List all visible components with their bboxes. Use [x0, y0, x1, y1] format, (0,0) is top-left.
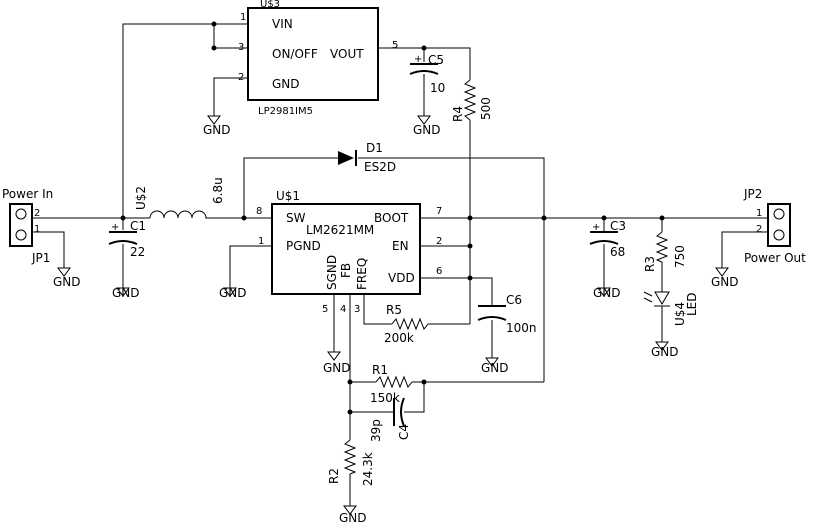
d1-value: ES2D: [364, 160, 396, 174]
c5-capacitor: + C5 10: [409, 53, 445, 110]
u1-pin-sw: SW: [286, 211, 306, 225]
c6-capacitor: C6 100n: [477, 293, 537, 352]
r1-name: R1: [372, 363, 388, 377]
gnd-label-jp2: GND: [711, 275, 739, 289]
r5-value: 200k: [384, 331, 414, 345]
c3-capacitor: + C3 68: [589, 219, 626, 282]
u1-pin7-num: 7: [436, 206, 442, 217]
ground-symbols: GND GND GND GND GND GND GND GND GND GND …: [53, 109, 739, 525]
u1-pin6-num: 6: [436, 266, 442, 277]
u3-pin-vin: VIN: [272, 17, 293, 31]
jp1-pin1: 1: [34, 224, 40, 235]
jp1-label: Power In: [2, 187, 53, 201]
c3-value: 68: [610, 245, 625, 259]
c6-name: C6: [506, 293, 522, 307]
u2-name: U$2: [134, 186, 148, 210]
r3-value: 750: [673, 245, 687, 268]
u3-part: LP2981IM5: [258, 106, 313, 117]
u3-pin-onoff: ON/OFF: [272, 47, 318, 61]
u1-pin3-num: 3: [354, 304, 360, 315]
r5-resistor: R5 200k: [384, 303, 429, 345]
r2-name: R2: [327, 468, 341, 484]
r3-resistor: R3 750: [643, 231, 687, 272]
r1-resistor: R1 150k: [370, 363, 413, 405]
r2-value: 24.3k: [361, 452, 375, 486]
u3-regulator: U$3 LP2981IM5 VIN ON/OFF VOUT GND 1 3 2 …: [238, 0, 398, 117]
c4-capacitor: C4 39p: [369, 397, 411, 442]
jp1-name: JP1: [31, 251, 50, 265]
svg-text:+: +: [414, 54, 422, 65]
junctions: [120, 21, 665, 415]
u1-pin-vdd: VDD: [388, 271, 415, 285]
gnd-label-u3: GND: [203, 123, 231, 137]
u3-pin5-num: 5: [392, 40, 398, 51]
jp1-connector: Power In JP1 2 1: [2, 187, 58, 265]
svg-text:+: +: [592, 222, 600, 233]
jp2-name: JP2: [743, 187, 762, 201]
u1-pin2-num: 2: [436, 236, 442, 247]
gnd-label-led: GND: [651, 345, 679, 359]
c1-name: C1: [130, 219, 146, 233]
gnd-label-c1: GND: [112, 286, 140, 300]
l1-value: 6.8u: [211, 177, 225, 204]
gnd-label-c3: GND: [593, 286, 621, 300]
r4-resistor: R4 500: [451, 79, 493, 122]
u3-name: U$3: [260, 0, 280, 10]
c1-value: 22: [130, 245, 145, 259]
u1-pin-pgnd: PGND: [286, 239, 321, 253]
u1-pin-boot: BOOT: [374, 211, 409, 225]
jp2-pin2: 2: [756, 224, 762, 235]
c4-name: C4: [397, 424, 411, 440]
r4-value: 500: [479, 97, 493, 120]
u3-pin3-num: 3: [238, 42, 244, 53]
u4-name: U$4: [673, 302, 687, 326]
u1-pin4-num: 4: [340, 304, 346, 315]
u1-pin-freq: FREQ: [355, 258, 369, 290]
u3-pin2-num: 2: [238, 72, 244, 83]
u1-pin8-num: 8: [256, 206, 262, 217]
jp2-connector: JP2 Power Out 1 2: [742, 187, 806, 265]
gnd-label-c5: GND: [413, 123, 441, 137]
r1-value: 150k: [370, 391, 400, 405]
u4-value: LED: [685, 292, 699, 316]
r4-name: R4: [451, 106, 465, 122]
c1-capacitor: + C1 22: [108, 219, 146, 282]
u1-pin5-num: 5: [322, 304, 328, 315]
d1-diode: D1 ES2D: [338, 141, 396, 174]
gnd-label-sgnd: GND: [323, 361, 351, 375]
jp1-pin2: 2: [34, 208, 40, 219]
r2-resistor: R2 24.3k: [327, 439, 375, 486]
u1-part: LM2621MM: [306, 223, 374, 237]
svg-text:+: +: [111, 222, 119, 233]
u3-pin1-num: 1: [240, 12, 246, 23]
gnd-label-r2: GND: [339, 511, 367, 525]
u1-pin-sgnd: SGND: [325, 255, 339, 290]
gnd-label-pgnd: GND: [219, 286, 247, 300]
c4-value: 39p: [369, 419, 383, 442]
jp2-pin1: 1: [756, 208, 762, 219]
gnd-label-jp1: GND: [53, 275, 81, 289]
u1-name: U$1: [276, 189, 300, 203]
jp2-label: Power Out: [744, 251, 806, 265]
wires: [58, 23, 742, 500]
r5-name: R5: [386, 303, 402, 317]
c3-name: C3: [610, 219, 626, 233]
c5-value: 10: [430, 81, 445, 95]
d1-name: D1: [366, 141, 383, 155]
u1-pin1-num: 1: [258, 236, 264, 247]
u1-converter: U$1 LM2621MM SW PGND BOOT EN VDD SGND FB…: [256, 189, 442, 315]
c5-name: C5: [428, 53, 444, 67]
u1-pin-fb: FB: [339, 263, 353, 278]
c6-value: 100n: [506, 321, 537, 335]
u1-pin-en: EN: [392, 239, 409, 253]
l1-inductor: 6.8u: [149, 177, 225, 219]
gnd-label-c6: GND: [481, 361, 509, 375]
r3-name: R3: [643, 256, 657, 272]
u3-pin-gnd: GND: [272, 77, 300, 91]
u4-led: U$4 LED: [643, 291, 699, 326]
u3-pin-vout: VOUT: [330, 47, 364, 61]
